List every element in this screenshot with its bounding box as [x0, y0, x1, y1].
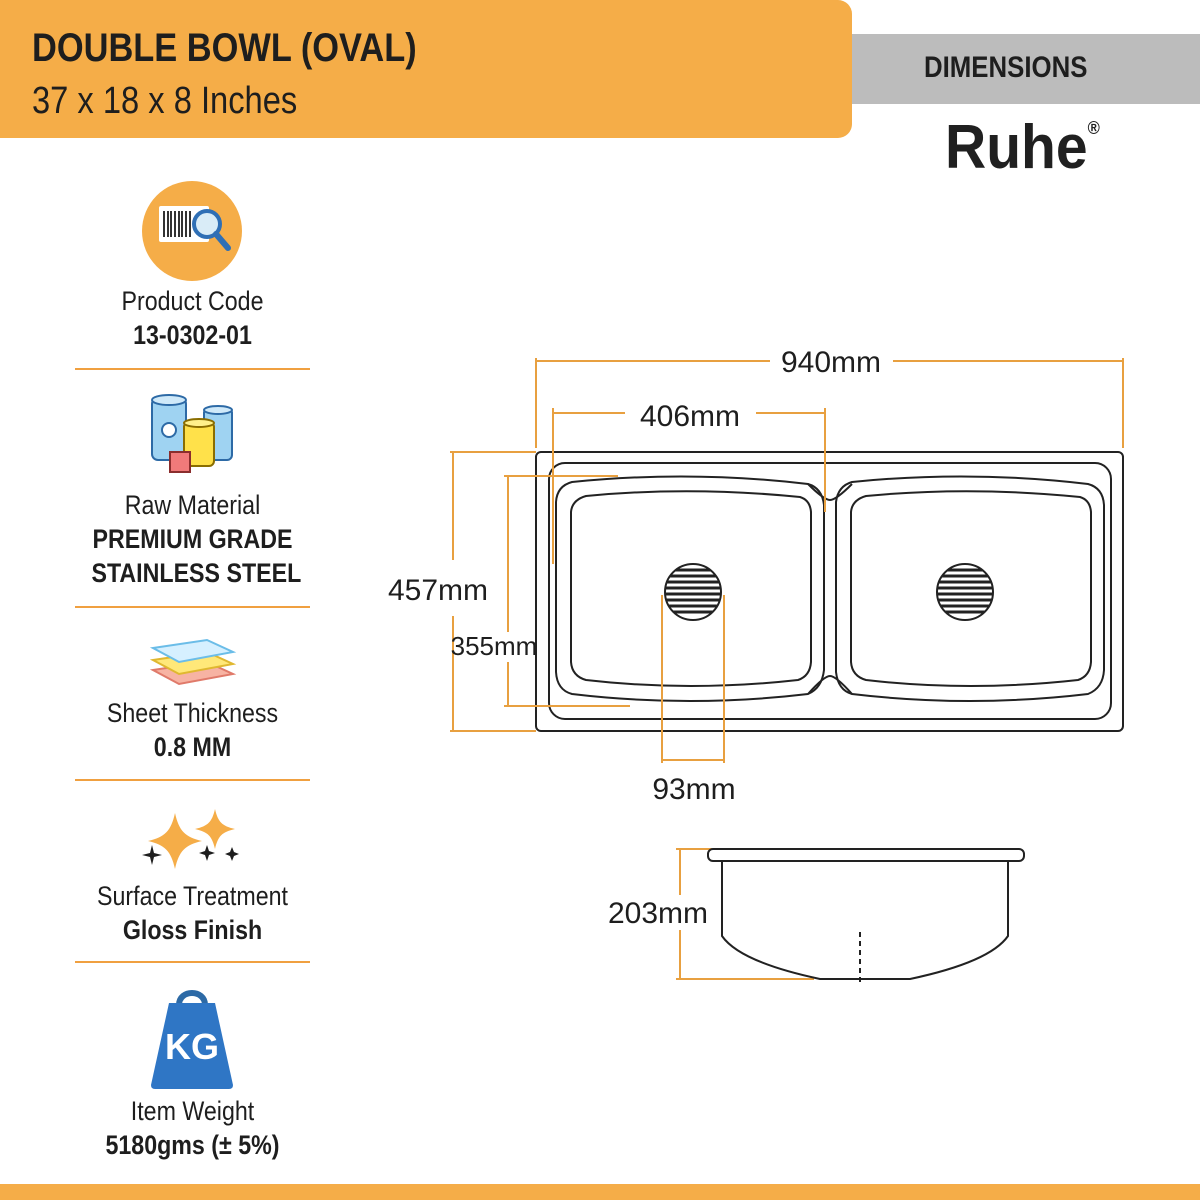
bowl-depth-label: 355mm [451, 631, 538, 661]
spec-label: Product Code [121, 286, 264, 316]
overall-width-label: 940mm [781, 346, 881, 379]
spec-value: 5180gms (± 5%) [105, 1130, 280, 1160]
drain-left [664, 563, 722, 621]
spec-value: PREMIUM GRADE [92, 524, 293, 554]
bowl-width-label: 406mm [640, 400, 740, 433]
sparkle-icon [142, 809, 239, 869]
product-title: DOUBLE BOWL (OVAL) [32, 26, 417, 70]
spec-label: Surface Treatment [96, 881, 289, 911]
bowl-height-label: 203mm [608, 897, 708, 930]
kg-label: KG [165, 1026, 219, 1067]
spec-raw-material: Raw Material PREMIUM GRADE STAINLESS STE… [75, 488, 310, 590]
drain-diameter-label: 93mm [652, 773, 735, 806]
spec-item-weight: Item Weight 5180gms (± 5%) [75, 1094, 310, 1162]
product-size: 37 x 18 x 8 Inches [32, 80, 298, 122]
stacked-sheets-icon [149, 638, 237, 686]
spec-value: Gloss Finish [122, 915, 263, 945]
spec-label: Raw Material [124, 490, 261, 520]
sink-top-view [535, 451, 1124, 732]
spec-product-code: Product Code 13-0302-01 [75, 284, 310, 352]
brand-name: Ruhe [945, 113, 1088, 182]
dimensions-tab-label: DIMENSIONS [924, 51, 1088, 84]
drain-right [936, 563, 994, 621]
spec-value: 0.8 MM [153, 732, 232, 762]
header-banner: DOUBLE BOWL (OVAL) 37 x 18 x 8 Inches [0, 0, 852, 138]
divider [75, 961, 310, 963]
kg-weight-icon: KG [151, 990, 233, 1089]
dimensions-tab: DIMENSIONS [852, 34, 1200, 104]
sink-side-view [707, 848, 1025, 982]
barcode-magnifier-icon [142, 181, 242, 281]
footer-bar [0, 1184, 1200, 1200]
brand-logo: Ruhe® [945, 112, 1100, 183]
divider [75, 779, 310, 781]
spec-label: Sheet Thickness [106, 698, 279, 728]
spec-value: 13-0302-01 [133, 320, 252, 350]
dimension-lines [450, 358, 1124, 980]
spec-label: Item Weight [130, 1096, 255, 1126]
overall-depth-label: 457mm [388, 574, 488, 607]
registered-mark: ® [1087, 118, 1100, 139]
spec-surface-treatment: Surface Treatment Gloss Finish [75, 879, 310, 947]
material-canisters-icon [151, 394, 233, 473]
divider [75, 368, 310, 370]
divider [75, 606, 310, 608]
spec-value-line2: STAINLESS STEEL [91, 558, 302, 588]
spec-sheet-thickness: Sheet Thickness 0.8 MM [75, 696, 310, 764]
